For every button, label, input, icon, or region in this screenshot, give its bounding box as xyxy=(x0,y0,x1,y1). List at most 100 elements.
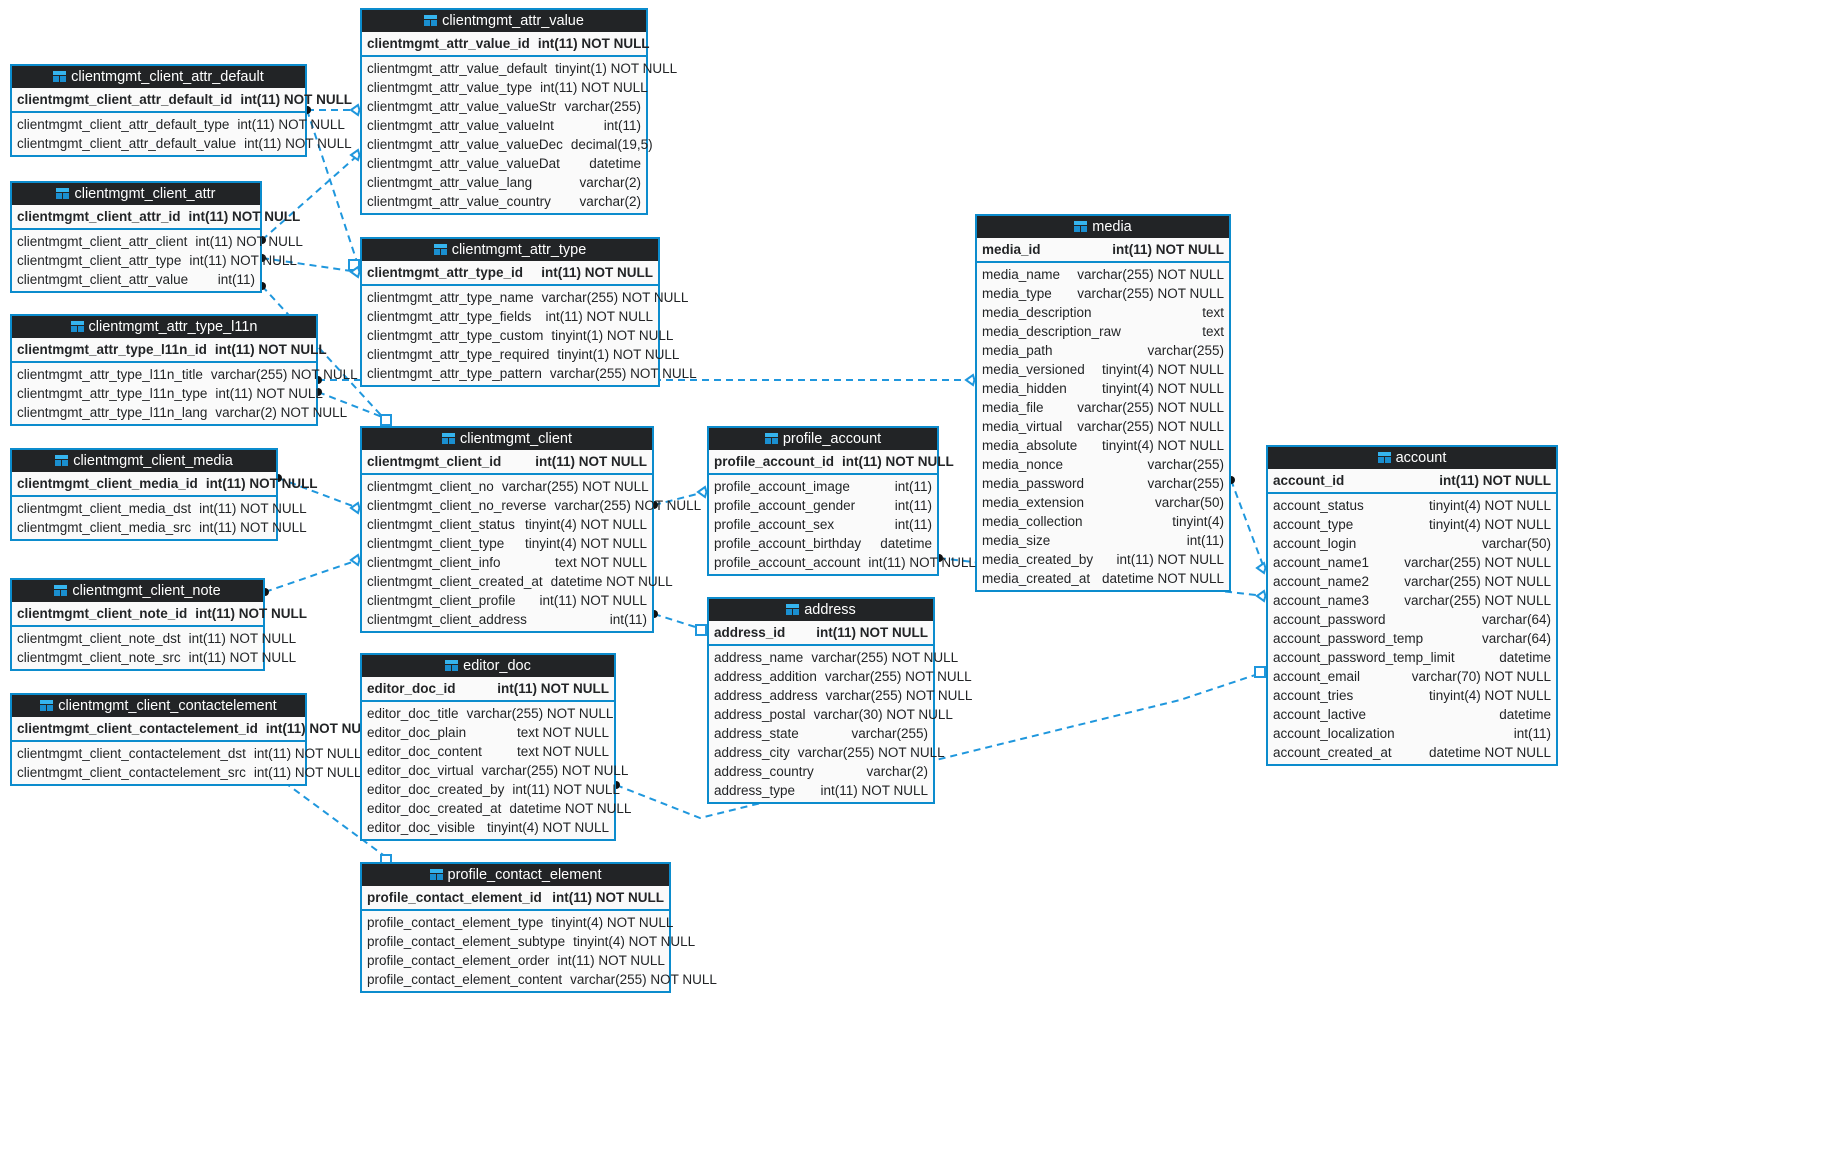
column-type: varchar(255) NOT NULL xyxy=(570,972,717,987)
column-name: account_status xyxy=(1273,498,1364,513)
column-type: varchar(255) NOT NULL xyxy=(1404,555,1551,570)
entity-header: clientmgmt_client_note xyxy=(12,580,263,602)
entity-table-clientmgmt_attr_value[interactable]: clientmgmt_attr_value clientmgmt_attr_val… xyxy=(360,8,677,215)
column-type: int(11) NOT NULL xyxy=(188,650,297,665)
column-name: editor_doc_id xyxy=(367,681,456,696)
column-type: tinyint(4) NOT NULL xyxy=(1101,381,1224,396)
column-name: profile_account_birthday xyxy=(714,536,862,551)
table-icon xyxy=(56,188,70,199)
column-type: varchar(64) xyxy=(1481,631,1551,646)
entity-header: account xyxy=(1268,447,1556,469)
column-type: int(11) NOT NULL xyxy=(205,476,318,491)
column-type: varchar(255) NOT NULL xyxy=(549,366,697,381)
entity-header: clientmgmt_client xyxy=(362,428,652,450)
column-name: account_lactive xyxy=(1273,707,1367,722)
table-icon xyxy=(764,433,778,444)
column-name: profile_contact_element_order xyxy=(367,953,550,968)
relationship-square-marker xyxy=(1254,666,1266,678)
column-name: media_password xyxy=(982,476,1085,491)
column-type: int(11) NOT NULL xyxy=(545,309,653,324)
column-type: varchar(2) xyxy=(579,175,641,190)
column-name: clientmgmt_attr_type_l11n_title xyxy=(17,367,203,382)
column-type: varchar(255) NOT NULL xyxy=(554,498,702,513)
column-type: varchar(255) NOT NULL xyxy=(1404,593,1551,608)
column-name: clientmgmt_client_attr_type xyxy=(17,253,182,268)
column-type: int(11) NOT NULL xyxy=(195,234,303,249)
column-type: int(11) NOT NULL xyxy=(816,625,928,640)
column-type: int(11) NOT NULL xyxy=(215,386,323,401)
column-type: int(11) NOT NULL xyxy=(842,454,954,469)
column-type: tinyint(4) NOT NULL xyxy=(1428,498,1551,513)
column-name: clientmgmt_client_note_src xyxy=(17,650,181,665)
column-type: varchar(255) NOT NULL xyxy=(1077,286,1224,301)
column-name: clientmgmt_client_profile xyxy=(367,593,516,608)
entity-title: profile_account xyxy=(782,431,882,447)
column-type: varchar(255) NOT NULL xyxy=(541,290,689,305)
column-type: tinyint(4) NOT NULL xyxy=(1428,517,1551,532)
column-type: int(11) NOT NULL xyxy=(237,117,345,132)
entity-title: clientmgmt_client xyxy=(459,431,572,447)
column-name: clientmgmt_attr_value_valueStr xyxy=(367,99,557,114)
column-name: address_name xyxy=(714,650,804,665)
entity-header: clientmgmt_client_media xyxy=(12,450,276,472)
relationship-diamond-marker xyxy=(1255,589,1267,603)
column-name: profile_account_account xyxy=(714,555,861,570)
column-type: varchar(2) xyxy=(866,764,928,779)
column-name: clientmgmt_attr_value_default xyxy=(367,61,548,76)
table-icon xyxy=(55,455,69,466)
column-name: clientmgmt_client_status xyxy=(367,517,515,532)
entity-table-clientmgmt_client_note[interactable]: clientmgmt_client_note clientmgmt_client_… xyxy=(10,578,307,671)
entity-title: clientmgmt_attr_value xyxy=(442,13,584,29)
column-name: address_city xyxy=(714,745,790,760)
table-icon xyxy=(441,433,455,444)
column-name: account_login xyxy=(1273,536,1357,551)
column-name: account_id xyxy=(1273,473,1345,488)
entity-table-clientmgmt_client_attr_default[interactable]: clientmgmt_client_attr_default clientmgmt… xyxy=(10,64,352,157)
entity-header: clientmgmt_client_attr_default xyxy=(12,66,305,88)
column-name: editor_doc_visible xyxy=(367,820,476,835)
column-name: clientmgmt_attr_value_country xyxy=(367,194,551,209)
column-type: text NOT NULL xyxy=(554,555,647,570)
